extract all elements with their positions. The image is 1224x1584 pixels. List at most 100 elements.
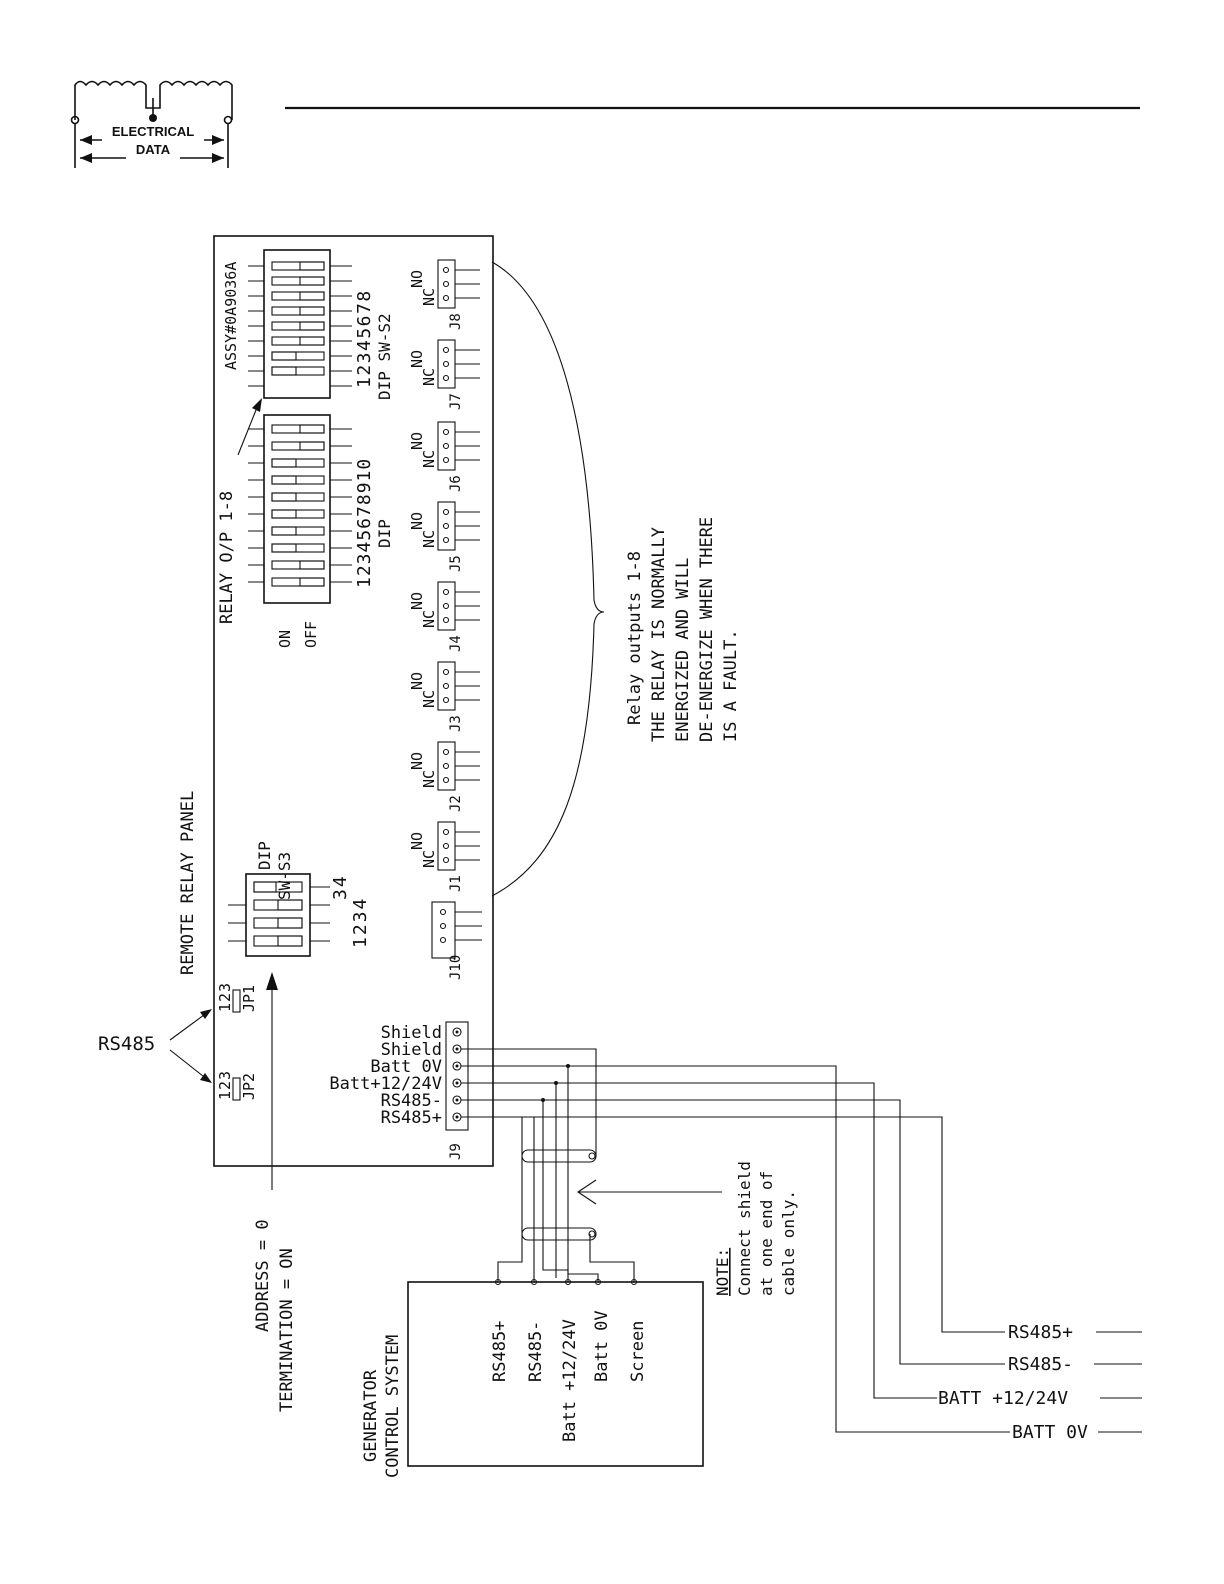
electrical-data-logo: ELECTRICAL DATA xyxy=(70,80,233,168)
relay-brace xyxy=(491,261,605,897)
logo-line1: ELECTRICAL xyxy=(112,124,194,139)
nc-label: NC xyxy=(420,610,438,628)
relay-connector xyxy=(437,259,480,309)
nc-label: NC xyxy=(420,368,438,386)
off-label: OFF xyxy=(302,621,320,648)
gcs-terminal-label: RS485- xyxy=(526,1321,546,1382)
relay-no-nc-labels: NO NC NO NC NO NC NO NC NO NC NO NC NO N… xyxy=(408,270,438,868)
j10-label: J10 xyxy=(448,955,464,980)
jp2-pins: 123 xyxy=(216,1070,234,1100)
panel-title: REMOTE RELAY PANEL xyxy=(178,791,198,975)
connector-label: J1 xyxy=(448,875,464,892)
output-labels: RS485+ RS485- BATT +12/24V BATT 0V xyxy=(938,1322,1088,1443)
output-label: RS485- xyxy=(1008,1354,1073,1375)
no-label: NO xyxy=(408,592,426,610)
j10-connector xyxy=(431,901,482,959)
relay-connector xyxy=(437,339,480,389)
relay-note-line: THE RELAY IS NORMALLY xyxy=(649,527,669,742)
gcs-terminal-labels: RS485+ RS485- Batt +12/24V Batt 0V Scree… xyxy=(490,1310,648,1442)
gcs-terminal-label: Batt 0V xyxy=(592,1310,612,1382)
jp1-label: JP1 xyxy=(240,985,258,1012)
output-label: BATT 0V xyxy=(1012,1422,1088,1443)
connector-label: J3 xyxy=(448,715,464,732)
gcs-title-2: CONTROL SYSTEM xyxy=(383,1335,403,1478)
relay-note-line: IS A FAULT. xyxy=(721,629,741,742)
on-label: ON xyxy=(276,630,294,648)
dip-s3-label-2: SW-S3 xyxy=(275,852,294,900)
dip-s3-numbers-top: 34 xyxy=(330,874,351,900)
no-label: NO xyxy=(408,752,426,770)
connector-labels: J8 J7 J6 J5 J4 J3 J2 J1 J10 xyxy=(448,313,464,980)
termination-label: TERMINATION = ON xyxy=(277,1248,297,1412)
relay-op-label: RELAY O/P 1-8 xyxy=(217,491,237,624)
relay-connector xyxy=(437,741,480,791)
output-label: BATT +12/24V xyxy=(938,1388,1068,1409)
relay-connector xyxy=(437,821,480,871)
dip-s3-numbers-bot: 1234 xyxy=(350,897,371,948)
gcs-terminal-label: Batt +12/24V xyxy=(560,1319,580,1442)
j9-terminal-label: Batt 0V xyxy=(370,1057,442,1077)
j9-terminal-label: RS485- xyxy=(381,1091,442,1111)
no-label: NO xyxy=(408,832,426,850)
jp2-jumper: 123 JP2 xyxy=(216,1070,258,1101)
relay-connector xyxy=(437,661,480,711)
connector-label: J5 xyxy=(448,555,464,572)
relay-connector xyxy=(437,421,480,471)
dip-s2-label: DIP SW-S2 xyxy=(375,313,394,400)
relay-op-leader xyxy=(237,404,259,456)
relay-note-line: ENERGIZED AND WILL xyxy=(673,558,693,742)
shield-note: NOTE: Connect shield at one end of cable… xyxy=(713,1161,798,1296)
dip-s1-numbers: 12345678910 xyxy=(354,458,375,588)
relay-note-line: Relay outputs 1-8 xyxy=(625,551,645,725)
rs485-leaders xyxy=(169,1011,209,1081)
dip-switch-s1 xyxy=(248,414,352,604)
relay-note-line: DE-ENERGIZE WHEN THERE xyxy=(697,517,717,742)
jp2-label: JP2 xyxy=(240,1073,258,1100)
jp1-pins: 123 xyxy=(216,982,234,1012)
connector-label: J7 xyxy=(448,393,464,410)
output-leads xyxy=(1094,1331,1142,1433)
nc-label: NC xyxy=(420,450,438,468)
relay-connector xyxy=(437,501,480,551)
dip-s1-label: DIP xyxy=(375,519,394,548)
nc-label: NC xyxy=(420,530,438,548)
wiring xyxy=(461,1048,1010,1433)
j9-terminal-label: Shield xyxy=(381,1023,442,1043)
address-label: ADDRESS = 0 xyxy=(253,1219,273,1332)
dip-s2-switches xyxy=(271,261,325,376)
note-line: at one end of xyxy=(757,1171,776,1296)
note-title: NOTE: xyxy=(713,1248,732,1296)
connector-label: J6 xyxy=(448,475,464,492)
j9-terminal-block xyxy=(445,1021,469,1131)
gcs-terminal-label: RS485+ xyxy=(490,1321,510,1382)
note-line: Connect shield xyxy=(735,1161,754,1296)
no-label: NO xyxy=(408,432,426,450)
no-label: NO xyxy=(408,512,426,530)
relay-connector xyxy=(437,581,480,631)
dip-s3-label-1: DIP xyxy=(255,841,274,870)
connector-label: J8 xyxy=(448,313,464,330)
no-label: NO xyxy=(408,672,426,690)
nc-label: NC xyxy=(420,850,438,868)
nc-label: NC xyxy=(420,690,438,708)
relay-note: Relay outputs 1-8 THE RELAY IS NORMALLY … xyxy=(625,517,741,742)
no-label: NO xyxy=(408,270,426,288)
gcs-title-1: GENERATOR xyxy=(361,1369,381,1462)
generator-control-system xyxy=(407,1281,704,1467)
j9-terminal-label: Batt+12/24V xyxy=(329,1074,442,1094)
output-label: RS485+ xyxy=(1008,1322,1073,1343)
relay-connectors xyxy=(431,259,482,959)
jp1-jumper: 123 JP1 xyxy=(216,982,258,1013)
j9-terminal-label: RS485+ xyxy=(381,1108,442,1128)
connector-label: J2 xyxy=(448,795,464,812)
rs485-callout: RS485 xyxy=(98,1033,155,1055)
dip-switch-s3 xyxy=(228,873,330,957)
logo-line2: DATA xyxy=(136,142,171,157)
connector-label: J4 xyxy=(448,635,464,652)
gcs-terminals xyxy=(494,1278,638,1286)
nc-label: NC xyxy=(420,288,438,306)
note-line: cable only. xyxy=(779,1190,798,1296)
assy-number: ASSY#0A9036A xyxy=(222,262,240,370)
dip-s2-numbers: 12345678 xyxy=(354,289,375,388)
